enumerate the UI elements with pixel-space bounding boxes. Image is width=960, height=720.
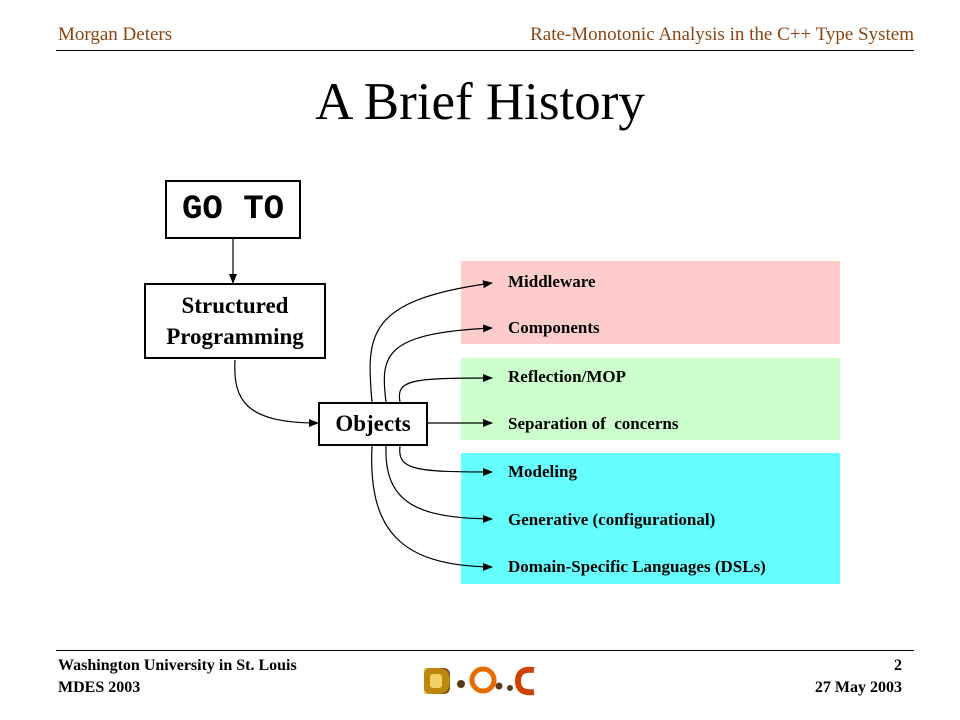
objects-box: Objects bbox=[318, 402, 428, 446]
footer-event: MDES 2003 bbox=[58, 679, 141, 696]
item-generative: Generative (configurational) bbox=[508, 510, 716, 529]
arrow-structured-objects bbox=[234, 359, 319, 427]
structured-programming-box: Structured Programming bbox=[144, 283, 326, 359]
structured-line1: Structured bbox=[181, 293, 289, 318]
goto-box: GO TO bbox=[165, 180, 301, 239]
structured-line2: Programming bbox=[166, 324, 304, 349]
band-green bbox=[461, 358, 840, 440]
arrow-objects-generative bbox=[385, 445, 493, 523]
header-rule bbox=[56, 50, 914, 51]
arrow-objects-dsl bbox=[371, 445, 493, 571]
header-author: Morgan Deters bbox=[58, 24, 173, 45]
arrow-objects-reflection bbox=[398, 374, 493, 403]
arrow-objects-components bbox=[383, 324, 493, 403]
arrow-objects-middleware bbox=[369, 280, 493, 403]
item-middleware: Middleware bbox=[508, 272, 596, 291]
footer-institution: Washington University in St. Louis bbox=[58, 657, 297, 674]
item-modeling: Modeling bbox=[508, 462, 577, 481]
footer-date: 27 May 2003 bbox=[814, 679, 902, 696]
slide-title: A Brief History bbox=[315, 73, 645, 131]
header-talk-title: Rate-Monotonic Analysis in the C++ Type … bbox=[530, 24, 914, 45]
band-cyan bbox=[461, 453, 840, 584]
arrow-objects-modeling bbox=[399, 445, 493, 476]
doc-group-logo bbox=[424, 666, 535, 696]
footer-rule bbox=[56, 650, 914, 651]
item-components: Components bbox=[508, 318, 600, 337]
band-red bbox=[461, 261, 840, 344]
footer-page-number: 2 bbox=[894, 657, 902, 674]
item-dsl: Domain-Specific Languages (DSLs) bbox=[508, 557, 766, 576]
item-separation-of-concerns: Separation of concerns bbox=[508, 414, 679, 433]
item-reflection-mop: Reflection/MOP bbox=[508, 367, 627, 386]
